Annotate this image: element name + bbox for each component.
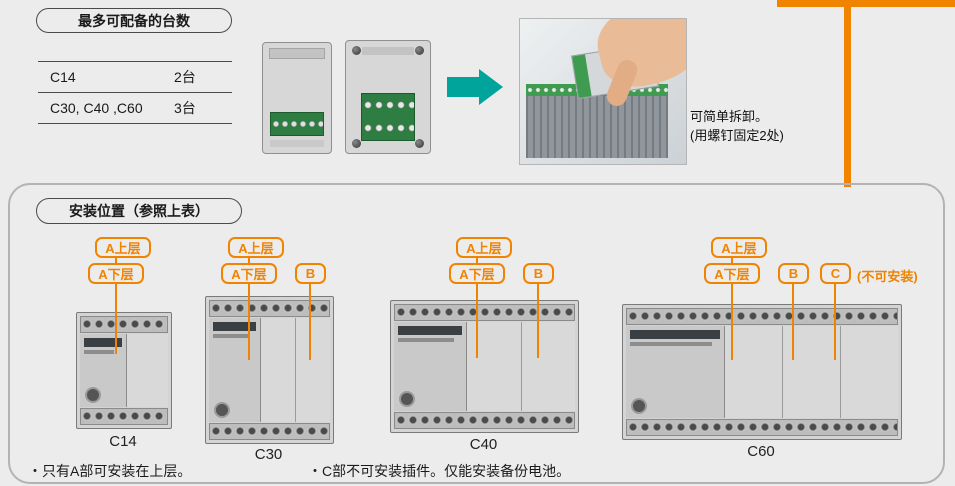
- unit-name-c40: C40: [469, 436, 498, 453]
- led-block: [213, 322, 256, 331]
- installation-photo: [519, 18, 687, 165]
- table-row: C14 2台: [38, 62, 232, 93]
- photo-plc-unit: [526, 96, 668, 158]
- expansion-slot-b: [781, 326, 840, 418]
- slot-label-c60-c: C: [820, 263, 851, 284]
- plc-body: [80, 334, 168, 407]
- screw-icon: [352, 46, 361, 55]
- photo-caption-line2: (用螺钉固定2处): [690, 128, 784, 143]
- brand-strip: [213, 334, 248, 338]
- slot-label-c60-b: B: [778, 263, 809, 284]
- round-port: [399, 391, 415, 407]
- screw-icon: [415, 139, 424, 148]
- expansion-cassette-front-image: [262, 42, 332, 154]
- max-units-title-text: 最多可配备的台数: [78, 12, 190, 29]
- leader-line-c60-c: [834, 283, 836, 360]
- orange-connector-vertical-line: [844, 0, 851, 187]
- plc-body: [209, 318, 330, 422]
- terminal-row-top: [394, 304, 575, 321]
- round-port: [631, 398, 647, 414]
- count-cell: 3台: [174, 100, 196, 116]
- cassette-terminal-block: [270, 112, 324, 136]
- slot-label-c40-a-upper: A上层: [456, 237, 512, 258]
- leader-line-c40-a: [476, 258, 478, 358]
- expansion-slot-b: [520, 322, 576, 411]
- round-port: [85, 387, 101, 403]
- cassette-terminal-block: [361, 93, 415, 141]
- slot-c-note: (不可安装): [857, 269, 918, 284]
- cassette-top-detail: [269, 48, 325, 59]
- terminal-row-bottom: [80, 408, 168, 425]
- unit-name-c60: C60: [747, 443, 775, 460]
- leader-line-c60-a: [731, 258, 733, 360]
- leader-line-c30-a: [248, 258, 250, 360]
- terminal-row-bottom: [209, 423, 330, 440]
- slot-label-c40-b: B: [523, 263, 554, 284]
- screw-icon: [415, 46, 424, 55]
- photo-caption: 可简单拆卸。 (用螺钉固定2处): [690, 107, 784, 145]
- model-cell: C14: [50, 69, 76, 85]
- cassette-label-strip: [270, 140, 324, 147]
- brand-strip: [630, 342, 712, 346]
- slot-label-c14-a-upper: A上层: [95, 237, 151, 258]
- slot-label-c40-a-lower: A下层: [449, 263, 505, 284]
- terminal-row-top: [626, 308, 898, 325]
- terminal-row-bottom: [626, 419, 898, 436]
- count-cell: 2台: [174, 69, 196, 85]
- slot-label-c60-a-lower: A下层: [704, 263, 760, 284]
- expansion-slot-a: [260, 318, 295, 422]
- brand-strip: [398, 338, 455, 342]
- max-units-title: 最多可配备的台数: [36, 8, 232, 33]
- led-block: [84, 338, 122, 347]
- plc-unit-c40-image: [390, 300, 579, 433]
- photo-caption-line1: 可简单拆卸。: [690, 109, 769, 124]
- install-position-section-border: [8, 183, 945, 484]
- unit-name-c14: C14: [109, 433, 137, 450]
- led-block: [630, 330, 720, 339]
- unit-name-c30: C30: [254, 446, 283, 463]
- plc-unit-c14-image: [76, 312, 172, 429]
- expansion-slot-b: [294, 318, 330, 422]
- cpu-section: [209, 318, 261, 422]
- round-port: [214, 402, 230, 418]
- leader-line-c40-b: [537, 283, 539, 358]
- install-position-title: 安装位置（参照上表）: [36, 198, 242, 224]
- brand-strip: [84, 350, 114, 354]
- max-units-table: C14 2台 C30, C40 ,C60 3台: [38, 61, 232, 124]
- slot-label-c30-a-lower: A下层: [221, 263, 277, 284]
- slot-label-c14-a-lower: A下层: [88, 263, 144, 284]
- footnote-c-slot: ・C部不可安装插件。仅能安装备份电池。: [308, 463, 571, 479]
- screw-icon: [352, 139, 361, 148]
- plc-body: [626, 326, 898, 418]
- cpu-section: [80, 334, 127, 407]
- model-cell: C30, C40 ,C60: [50, 100, 143, 116]
- plc-body: [394, 322, 576, 411]
- plc-unit-c60-image: [622, 304, 902, 440]
- cpu-section: [626, 326, 725, 418]
- slot-label-c30-b: B: [295, 263, 326, 284]
- arrow-right-icon: [447, 69, 503, 105]
- leader-line-c30-b: [309, 283, 311, 360]
- slot-label-c60-a-upper: A上层: [711, 237, 767, 258]
- plc-unit-c30-image: [205, 296, 334, 444]
- expansion-slot-a: [724, 326, 782, 418]
- terminal-row-top: [209, 300, 330, 317]
- table-row: C30, C40 ,C60 3台: [38, 93, 232, 124]
- expansion-cassette-back-image: [345, 40, 431, 154]
- expansion-slot-c: [839, 326, 898, 418]
- slot-label-c30-a-upper: A上层: [228, 237, 284, 258]
- expansion-slot-a: [126, 334, 168, 407]
- install-position-title-text: 安装位置（参照上表）: [69, 203, 209, 219]
- cassette-top-detail: [362, 47, 414, 55]
- terminal-row-top: [80, 316, 168, 333]
- leader-line-c60-b: [792, 283, 794, 360]
- led-block: [398, 326, 463, 335]
- leader-line-c14-a: [115, 258, 117, 354]
- terminal-row-bottom: [394, 412, 575, 429]
- footnote-upper-slot: ・只有A部可安装在上层。: [28, 463, 192, 479]
- cpu-section: [394, 322, 468, 411]
- orange-connector-horizontal-line: [777, 0, 955, 7]
